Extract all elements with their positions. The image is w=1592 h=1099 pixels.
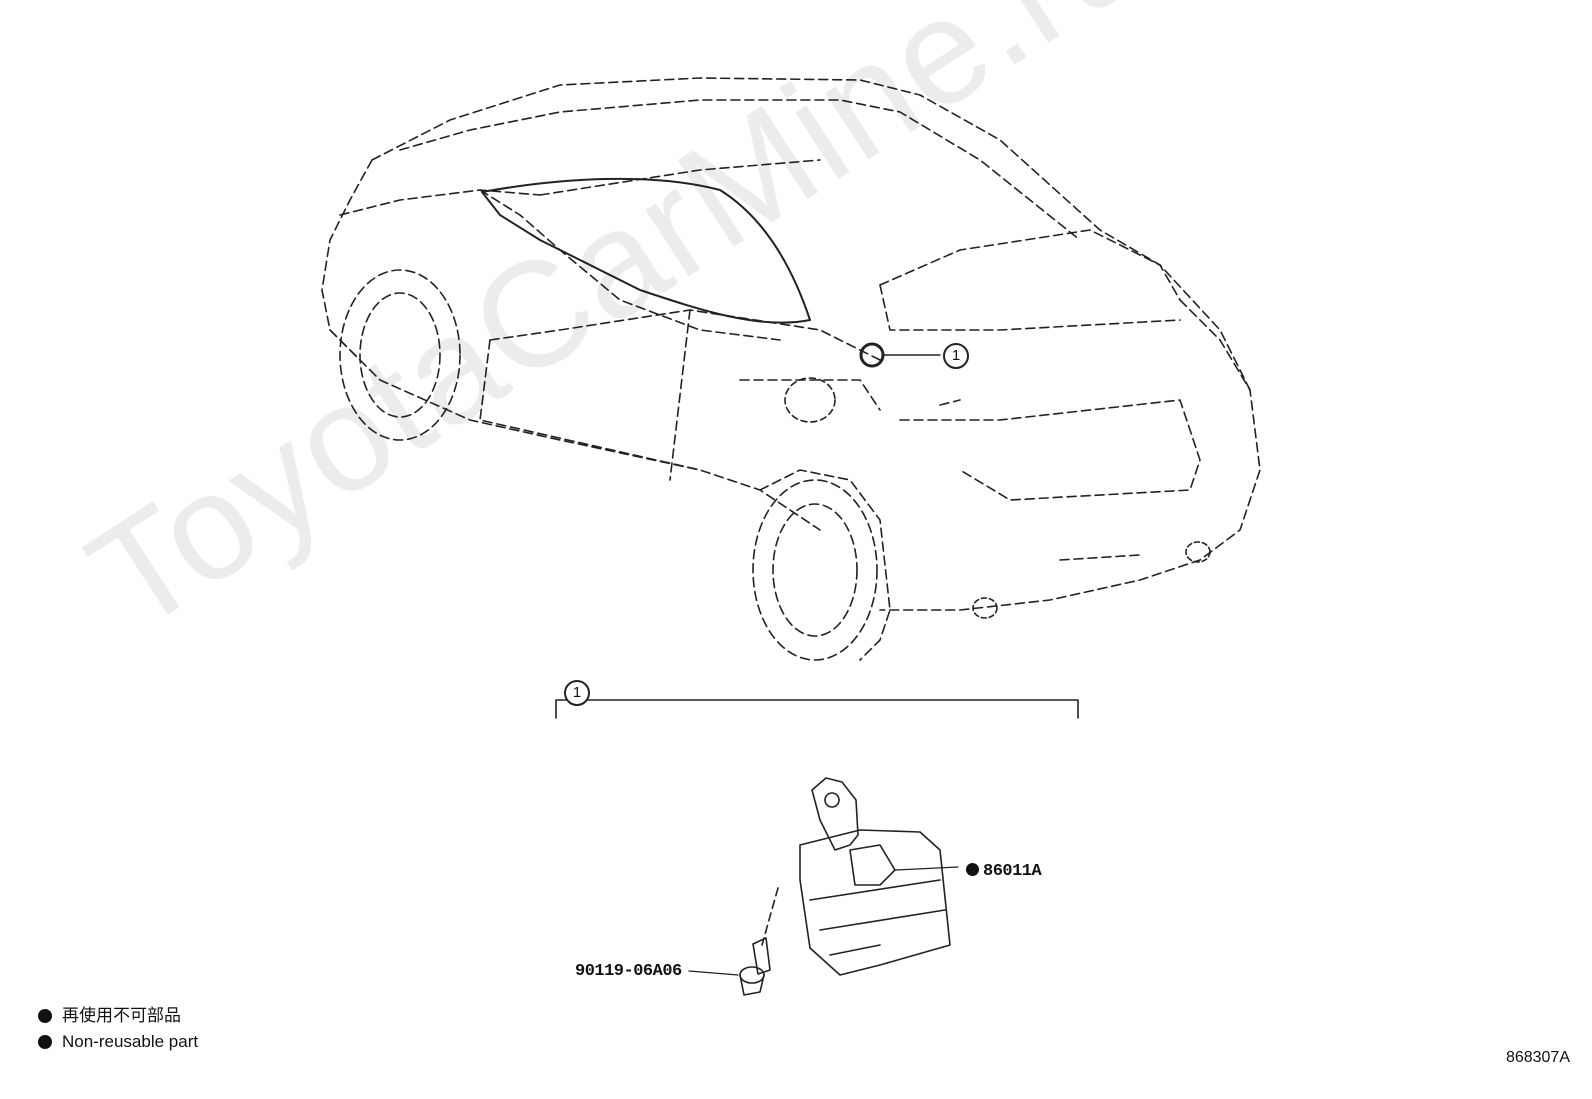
location-marker — [859, 342, 885, 368]
tailpipe-left — [972, 597, 998, 619]
legend-row-japanese: 再使用不可部品 — [38, 1003, 198, 1029]
install-line — [761, 887, 779, 946]
detail-bracket — [555, 699, 1079, 719]
sensor-part-number: 86011A — [983, 862, 1042, 881]
sensor-part-label: 86011A — [966, 862, 1042, 881]
legend-english-text: Non-reusable part — [62, 1032, 199, 1051]
car-illustration — [321, 77, 1261, 661]
legend: 再使用不可部品 Non-reusable part — [38, 1003, 198, 1055]
wheels — [339, 269, 878, 661]
legend-dot-icon — [38, 1009, 52, 1023]
bolt-part-label: 90119-06A06 — [575, 962, 682, 981]
bolt-drawing — [688, 937, 771, 996]
legend-row-english: Non-reusable part — [38, 1029, 198, 1055]
tailpipe-right — [1185, 541, 1211, 563]
diagram-id: 868307A — [1505, 1049, 1570, 1066]
detail-callout: 1 — [564, 680, 590, 706]
wire-harness — [481, 177, 811, 324]
legend-dot-icon — [38, 1035, 52, 1049]
fuel-door — [784, 377, 836, 423]
legend-japanese-text: 再使用不可部品 — [62, 1006, 181, 1025]
non-reusable-marker-icon — [966, 863, 979, 876]
car-location-callout: 1 — [943, 343, 969, 369]
sensor-drawing — [799, 777, 959, 976]
